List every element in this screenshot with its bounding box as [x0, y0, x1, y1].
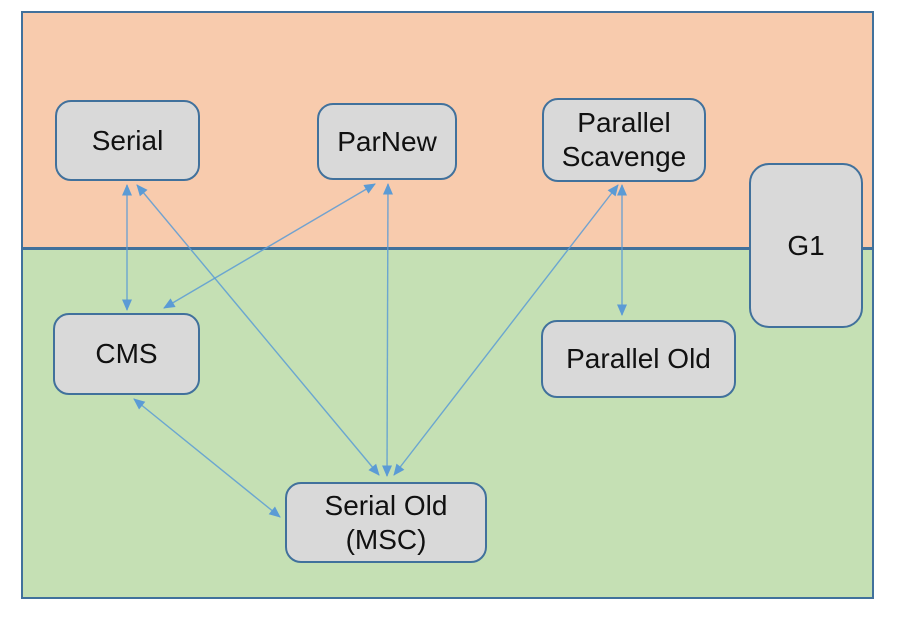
- node-parnew-label: ParNew: [337, 125, 437, 157]
- node-parallel-scavenge-label: Parallel Scavenge: [561, 107, 687, 172]
- node-parnew: ParNew: [317, 103, 457, 180]
- node-cms: CMS: [53, 313, 200, 395]
- node-g1: G1: [749, 163, 863, 328]
- node-serial: Serial: [55, 100, 200, 181]
- node-serial-label: Serial: [91, 124, 164, 156]
- node-cms-label: CMS: [95, 338, 158, 370]
- node-parallel-old-label: Parallel Old: [566, 343, 711, 375]
- node-serial-old-label: Serial Old (MSC): [324, 489, 448, 555]
- node-parallel-old: Parallel Old: [541, 320, 736, 398]
- node-g1-label: G1: [787, 229, 825, 261]
- node-serial-old: Serial Old (MSC): [285, 482, 487, 563]
- node-parallel-scavenge: Parallel Scavenge: [542, 98, 706, 182]
